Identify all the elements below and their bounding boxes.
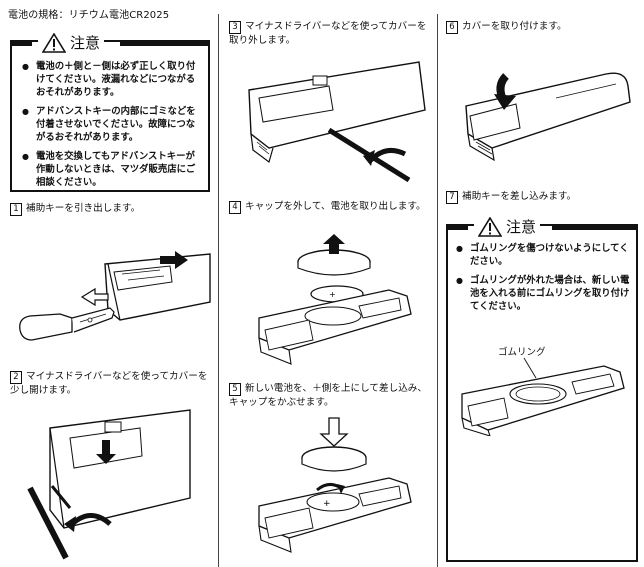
step-7: 7 補助キーを差し込みます。 — [446, 190, 636, 204]
caution-title: 注意 — [70, 34, 101, 52]
step-number: 5 — [229, 383, 241, 396]
caution-item: 電池を交換してもアドバンストキーが作動しないときは、マツダ販売店にご相談ください… — [22, 150, 202, 189]
illustration-open-cover-slightly — [10, 398, 215, 563]
caution-list: 電池の＋側と－側は必ず正しく取り付けてください。液漏れなどにつながるおそれがあり… — [22, 60, 202, 195]
caution-item: ゴムリングが外れた場合は、新しい電池を入れる前にゴムリングを取り付けてください。 — [456, 274, 630, 313]
step-number: 3 — [229, 21, 241, 34]
warning-triangle-icon — [478, 216, 502, 237]
step-number: 7 — [446, 191, 458, 204]
battery-spec: 電池の規格：リチウム電池CR2025 — [8, 10, 170, 21]
step-6: 6 カバーを取り付けます。 — [446, 20, 636, 34]
step-text: マイナスドライバーなどを使ってカバーを少し開けます。 — [10, 371, 208, 396]
step-text: カバーを取り付けます。 — [462, 21, 567, 32]
illustration-attach-cover — [446, 46, 636, 166]
step-text: 補助キーを引き出します。 — [26, 203, 141, 214]
caution-heading: 注意 — [38, 32, 105, 53]
illustration-rubber-ring — [454, 356, 630, 436]
caution-item: ゴムリングを傷つけないようにしてください。 — [456, 242, 630, 268]
svg-text:+: + — [323, 499, 331, 509]
column-divider-left — [218, 14, 219, 567]
step-number: 2 — [10, 371, 22, 384]
step-number: 4 — [229, 201, 241, 214]
svg-text:+: + — [329, 290, 336, 299]
illustration-remove-cover — [229, 50, 434, 190]
illustration-pull-aux-key — [10, 222, 215, 362]
step-text: キャップを外して、電池を取り出します。 — [245, 201, 426, 212]
step-number: 1 — [10, 203, 22, 216]
caution-title: 注意 — [506, 218, 537, 236]
step-number: 6 — [446, 21, 458, 34]
step-text: マイナスドライバーなどを使ってカバーを取り外します。 — [229, 21, 427, 46]
step-text: 新しい電池を、＋側を上にして差し込み、キャップをかぶせます。 — [229, 383, 427, 408]
rubber-ring-callout: ゴムリング — [498, 347, 546, 358]
caution-list: ゴムリングを傷つけないようにしてください。 ゴムリングが外れた場合は、新しい電池… — [456, 242, 630, 319]
caution-item: アドバンストキーの内部にゴミなどを付着させないでください。故障につながるおそれが… — [22, 105, 202, 144]
caution-bar-right — [552, 224, 638, 230]
illustration-insert-new-battery: + — [229, 414, 434, 559]
caution-bar-left — [446, 224, 468, 230]
caution-bar-right — [120, 40, 210, 46]
step-text: 補助キーを差し込みます。 — [462, 191, 577, 202]
step-1: 1 補助キーを引き出します。 — [10, 202, 210, 216]
caution-box-main: 注意 電池の＋側と－側は必ず正しく取り付けてください。液漏れなどにつながるおそれ… — [10, 32, 210, 195]
warning-triangle-icon — [42, 32, 66, 53]
step-4: 4 キャップを外して、電池を取り出します。 — [229, 200, 434, 214]
illustration-remove-battery: + — [229, 230, 434, 375]
caution-box-rubber-ring: 注意 ゴムリングを傷つけないようにしてください。 ゴムリングが外れた場合は、新し… — [446, 216, 638, 562]
caution-heading: 注意 — [474, 216, 541, 237]
caution-bar-left — [10, 40, 32, 46]
caution-item: 電池の＋側と－側は必ず正しく取り付けてください。液漏れなどにつながるおそれがあり… — [22, 60, 202, 99]
column-divider-right — [437, 14, 438, 567]
